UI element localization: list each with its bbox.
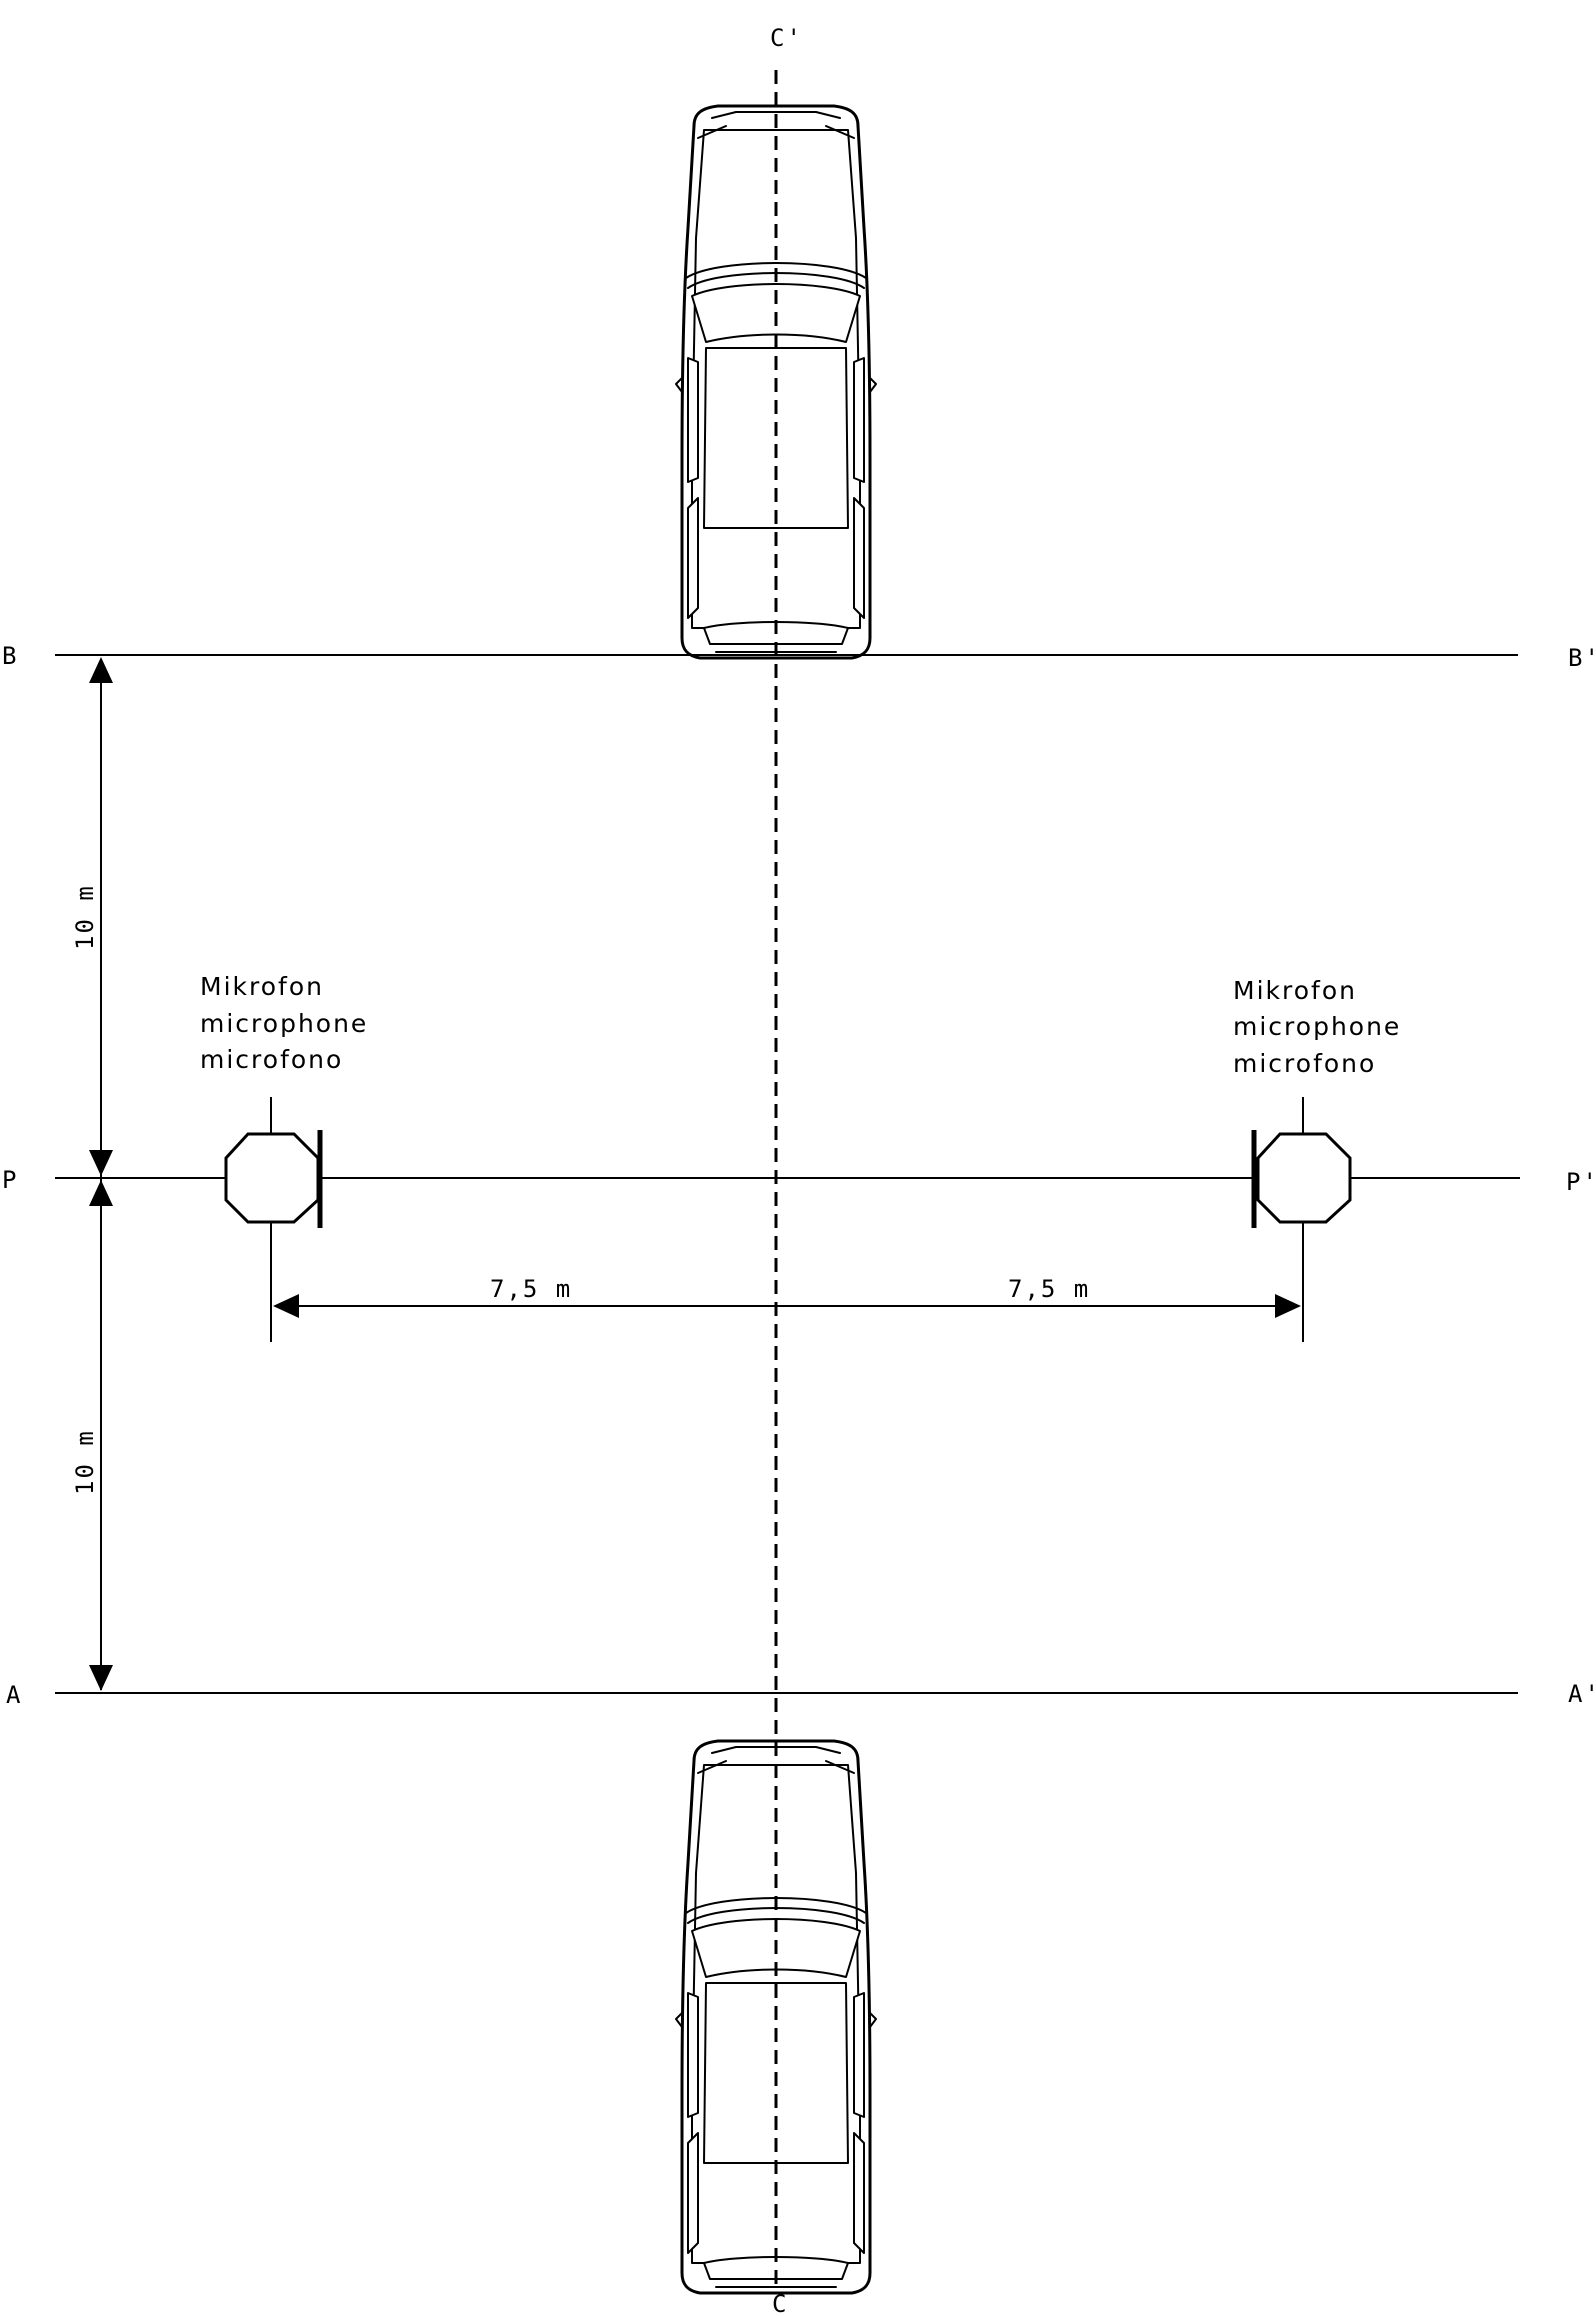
microphone-right [1251,1097,1352,1342]
label-b-left: B [2,642,18,670]
mic-left-label-1: Mikrofon [200,972,324,1001]
arrow-down-a [89,1665,113,1691]
mic-left-label-3: microfono [200,1045,343,1074]
arrow-up-p [89,1180,113,1206]
arrow-right-mic [1275,1294,1301,1318]
mic-right-label-3: microfono [1233,1049,1376,1078]
mic-right-label-2: microphone [1233,1012,1401,1041]
label-p-right: P' [1566,1168,1596,1196]
microphone-left [224,1097,323,1342]
arrow-down-p [89,1150,113,1176]
dimension-right-horizontal: 7,5 m [1008,1275,1090,1303]
label-c-top: C' [770,24,803,52]
mic-left-label-2: microphone [200,1009,368,1038]
label-c-bottom: C [772,2290,788,2316]
dimension-lower-vertical: 10 m [71,1429,99,1495]
label-a-right: A' [1568,1680,1596,1708]
mic-right-label-1: Mikrofon [1233,976,1357,1005]
label-a-left: A [6,1681,22,1709]
arrow-up-b [89,657,113,683]
arrow-left-mic [273,1294,299,1318]
dimension-upper-vertical: 10 m [71,884,99,950]
dimension-left-horizontal: 7,5 m [490,1275,572,1303]
label-b-right: B' [1568,644,1596,672]
label-p-left: P [2,1166,18,1194]
